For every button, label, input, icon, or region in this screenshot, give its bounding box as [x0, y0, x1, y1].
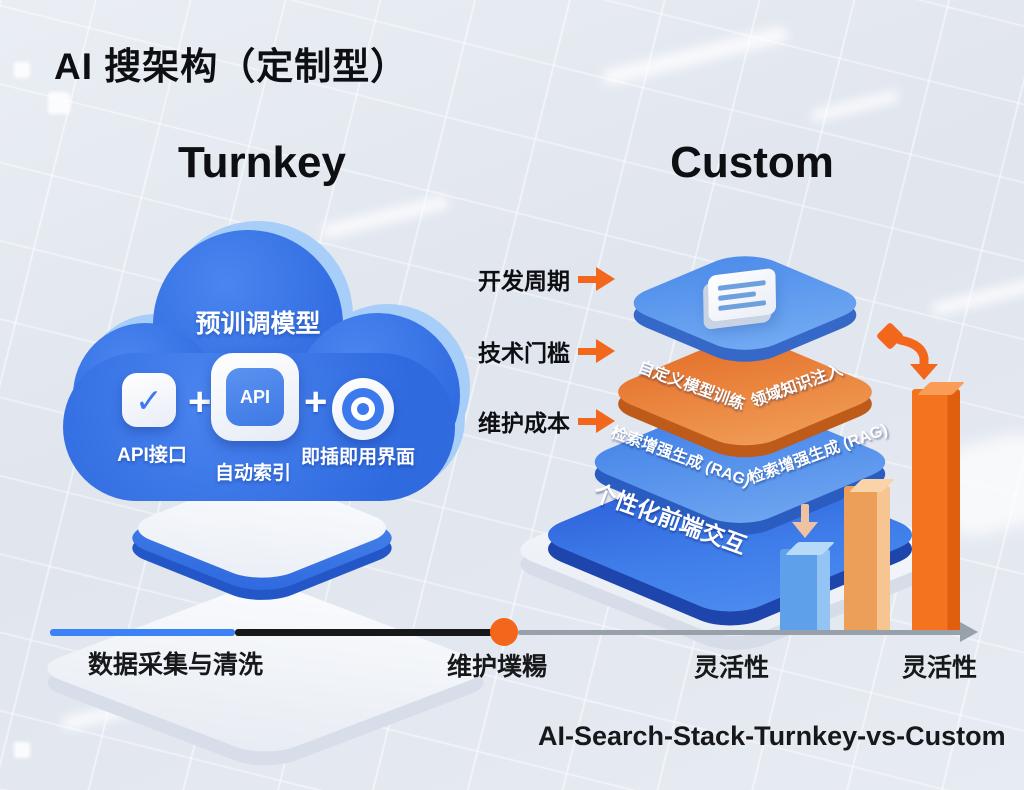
timeline-label-maintenance: 维护墣糃	[447, 653, 548, 681]
bar-mid	[844, 486, 890, 633]
api-chip-icon: API	[211, 353, 299, 441]
document-lines-icon	[707, 267, 777, 323]
turnkey-cloud: 预训调模型 ✓ + API + API接口 自动索引 即插即用界面	[45, 218, 470, 518]
page-title: AI 搜架构（定制型）	[54, 46, 409, 87]
check-icon: ✓	[122, 373, 176, 427]
callout-tech-barrier: 技术门槛	[478, 334, 615, 368]
bg-square	[14, 62, 30, 78]
target-ring-inner	[351, 397, 375, 421]
orange-arrow-icon	[578, 339, 615, 363]
callout-label: 技术门槛	[478, 340, 570, 366]
timeline-label-flexibility-1: 灵活性	[694, 654, 770, 682]
api-chip-label: API	[226, 368, 284, 426]
orange-arrow-icon	[578, 409, 615, 433]
column-title-turnkey: Turnkey	[178, 138, 346, 187]
orange-arrow-icon	[578, 267, 615, 291]
cloud-item-label-index: 自动索引	[214, 463, 291, 484]
timeline-marker-dot	[490, 618, 518, 646]
callout-dev-cycle: 开发周期	[478, 262, 615, 296]
curved-down-arrow-icon	[877, 323, 938, 380]
cloud-item-label-plugplay: 即插即用界面	[300, 447, 415, 468]
timeline-label-data-cleaning: 数据采集与清洗	[88, 651, 264, 679]
bg-square	[48, 92, 70, 114]
soft-down-arrow-icon	[792, 504, 818, 540]
target-dot	[357, 403, 369, 415]
plus-sign: +	[188, 380, 212, 424]
timeline-segment-blue	[50, 629, 235, 636]
column-title-custom: Custom	[670, 138, 834, 187]
timeline-label-flexibility-2: 灵活性	[902, 654, 978, 682]
cloud-item-label-api: API接口	[117, 445, 187, 466]
check-glyph: ✓	[135, 381, 163, 419]
bar-low	[780, 549, 830, 633]
timeline-segment-gray	[518, 630, 962, 635]
timeline-segment-black	[235, 629, 493, 636]
plus-sign: +	[304, 380, 328, 424]
cloud-title: 预训调模型	[195, 310, 321, 338]
footer-caption: AI-Search-Stack-Turnkey-vs-Custom	[538, 721, 1006, 751]
bar-high	[912, 389, 960, 633]
bg-square	[14, 742, 30, 758]
target-icon	[332, 378, 394, 440]
timeline-arrowhead	[960, 622, 978, 642]
callout-label: 维护成本	[478, 410, 570, 436]
target-ring-outer	[342, 388, 384, 430]
callout-maintenance-cost: 维护成本	[478, 404, 615, 438]
callout-label: 开发周期	[478, 268, 570, 294]
